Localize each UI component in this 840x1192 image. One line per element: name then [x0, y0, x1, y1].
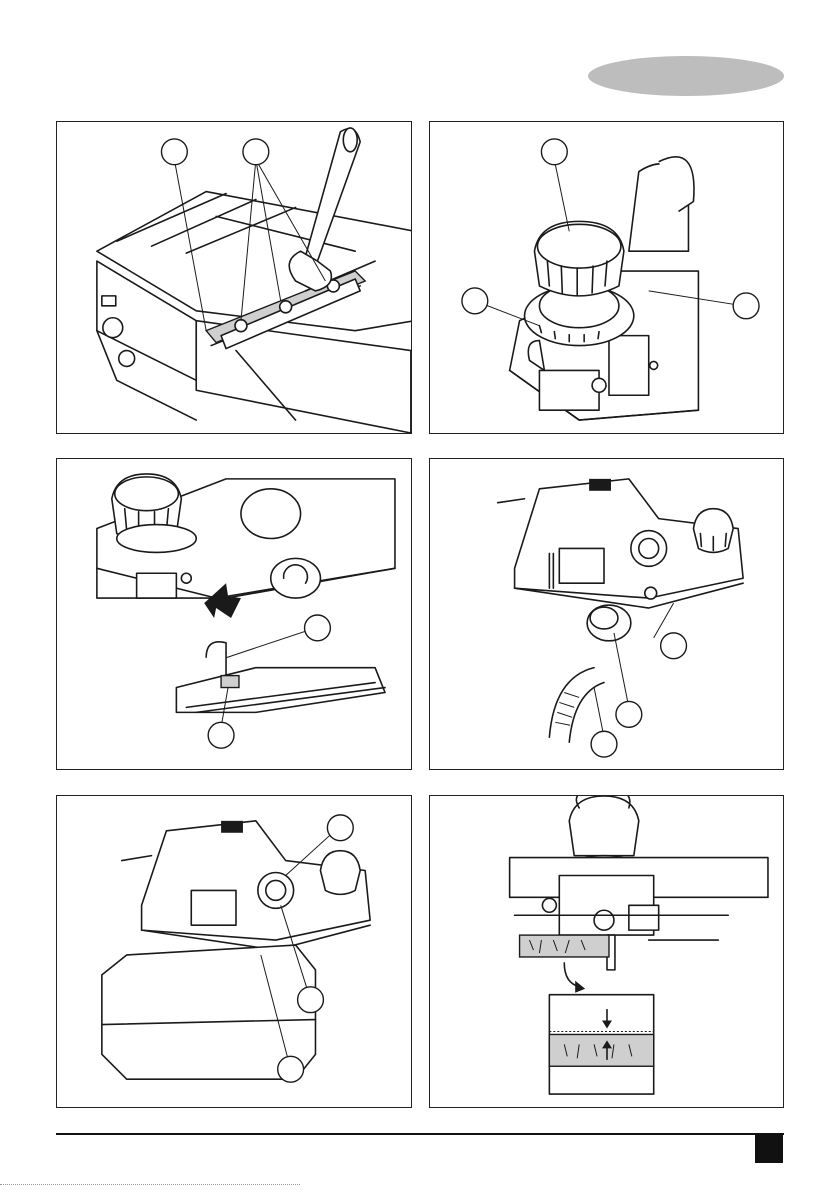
figure-panel-rebating-depth: [429, 795, 784, 1108]
callout-circle: [616, 701, 642, 727]
callout-circle: [541, 139, 567, 165]
figure-panel-parallel-fence: [56, 458, 412, 770]
language-badge: [588, 56, 784, 96]
figure-panel-dust-bag: [56, 795, 412, 1108]
dust-adaptor-illustration: [430, 459, 783, 769]
footer-rule: [56, 1133, 784, 1135]
callout-circle: [462, 288, 488, 314]
figure-panel-depth-knob: [429, 121, 784, 434]
callout-circle: [278, 1056, 304, 1082]
parallel-fence-illustration: [57, 459, 411, 769]
planer-blade-illustration: [57, 122, 411, 433]
figure-panel-dust-adaptor: [429, 458, 784, 770]
callout-circle: [161, 139, 187, 165]
footer-imprint: [0, 1184, 300, 1186]
callout-circle: [208, 722, 234, 748]
figure-panel-blade-wrench: [56, 121, 412, 434]
callout-circle: [305, 615, 331, 641]
depth-knob-illustration: [430, 122, 783, 433]
callout-circle: [298, 987, 324, 1013]
rebating-illustration: [430, 796, 783, 1107]
callout-circle: [733, 293, 759, 319]
callout-circle: [327, 815, 353, 841]
callout-circle: [591, 731, 617, 757]
callout-circle: [661, 633, 687, 659]
dust-bag-illustration: [57, 796, 411, 1107]
page-number-box: [755, 1133, 783, 1163]
callout-circle: [243, 139, 269, 165]
